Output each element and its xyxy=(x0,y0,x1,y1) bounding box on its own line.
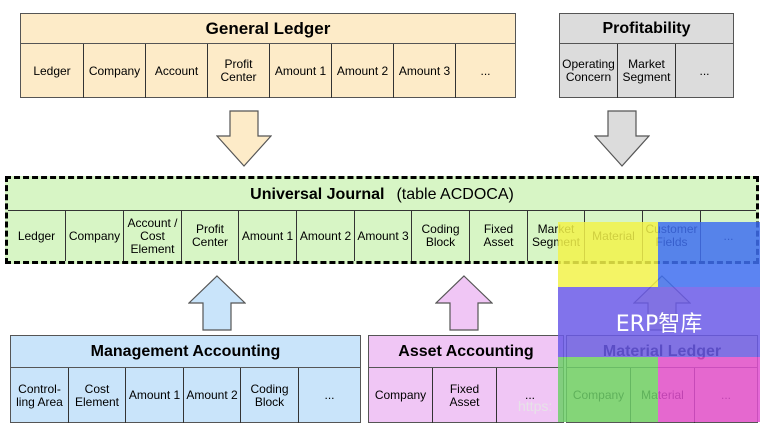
universal-journal-name: Universal Journal xyxy=(250,185,385,203)
field-cell: Coding Block xyxy=(412,211,470,261)
field-cell: Company xyxy=(84,44,146,98)
field-cell: Account xyxy=(146,44,208,98)
field-cell: Market Segment xyxy=(618,44,676,98)
field-cell: Cost Element xyxy=(69,368,126,423)
field-cell: Profit Center xyxy=(182,211,239,261)
field-cell: Coding Block xyxy=(241,368,299,423)
profitability-fields: Operating Concern Market Segment ... xyxy=(560,44,733,98)
field-cell: Ledger xyxy=(21,44,84,98)
arrow-down-icon xyxy=(594,110,650,167)
field-cell: ... xyxy=(699,63,710,78)
field-cell: Ledger xyxy=(8,211,66,261)
asset-accounting-fields: Company Fixed Asset ... xyxy=(369,368,563,423)
field-cell: ... xyxy=(723,228,734,243)
field-cell: Customer Fields xyxy=(643,211,701,261)
field-cell: ... xyxy=(720,388,731,402)
universal-journal-table: (table ACDOCA) xyxy=(396,185,514,203)
material-ledger-fields: Company Material ... xyxy=(567,368,757,423)
field-cell: Amount 1 xyxy=(239,211,297,261)
field-cell: ... xyxy=(324,388,335,402)
universal-journal-title: Universal Journal (table ACDOCA) xyxy=(8,179,756,210)
material-ledger-box: Material Ledger Company Material ... xyxy=(566,335,758,423)
arrow-down-icon xyxy=(216,110,272,167)
universal-journal-box: Universal Journal (table ACDOCA) Ledger … xyxy=(5,176,759,264)
general-ledger-title: General Ledger xyxy=(21,14,515,44)
field-cell: Profit Center xyxy=(208,44,270,98)
management-accounting-fields: Control-ling Area Cost Element Amount 1 … xyxy=(11,368,360,423)
profitability-title: Profitability xyxy=(560,14,733,44)
asset-accounting-title: Asset Accounting xyxy=(369,336,563,368)
universal-journal-fields: Ledger Company Account / Cost Element Pr… xyxy=(8,210,756,261)
field-cell: ... xyxy=(524,388,535,402)
management-accounting-box: Management Accounting Control-ling Area … xyxy=(10,335,361,423)
field-cell: Amount 3 xyxy=(355,211,412,261)
field-cell: Control-ling Area xyxy=(11,368,69,423)
field-cell: Company xyxy=(66,211,124,261)
field-cell: Company xyxy=(567,368,631,423)
field-cell: Material xyxy=(631,368,695,423)
field-cell: Company xyxy=(369,368,433,423)
field-cell: Amount 3 xyxy=(394,44,456,98)
watermark-url: https: xyxy=(518,398,553,414)
field-cell: Operating Concern xyxy=(560,44,618,98)
arrow-up-icon xyxy=(435,275,493,331)
arrow-up-icon xyxy=(633,275,691,331)
field-cell: Amount 2 xyxy=(184,368,241,423)
profitability-box: Profitability Operating Concern Market S… xyxy=(559,13,734,98)
material-ledger-title: Material Ledger xyxy=(567,336,757,368)
arrow-up-icon xyxy=(188,275,246,331)
field-cell: Amount 2 xyxy=(297,211,355,261)
general-ledger-fields: Ledger Company Account Profit Center Amo… xyxy=(21,44,515,98)
field-cell: Material xyxy=(585,211,643,261)
field-cell: Account / Cost Element xyxy=(124,211,182,261)
general-ledger-box: General Ledger Ledger Company Account Pr… xyxy=(20,13,516,98)
field-cell: Fixed Asset xyxy=(433,368,497,423)
field-cell: Amount 1 xyxy=(126,368,184,423)
field-cell: Amount 2 xyxy=(332,44,394,98)
management-accounting-title: Management Accounting xyxy=(11,336,360,368)
field-cell: Amount 1 xyxy=(270,44,332,98)
asset-accounting-box: Asset Accounting Company Fixed Asset ... xyxy=(368,335,564,423)
field-cell: Fixed Asset xyxy=(470,211,528,261)
field-cell: Market Segment xyxy=(528,211,585,261)
field-cell: ... xyxy=(480,63,491,78)
